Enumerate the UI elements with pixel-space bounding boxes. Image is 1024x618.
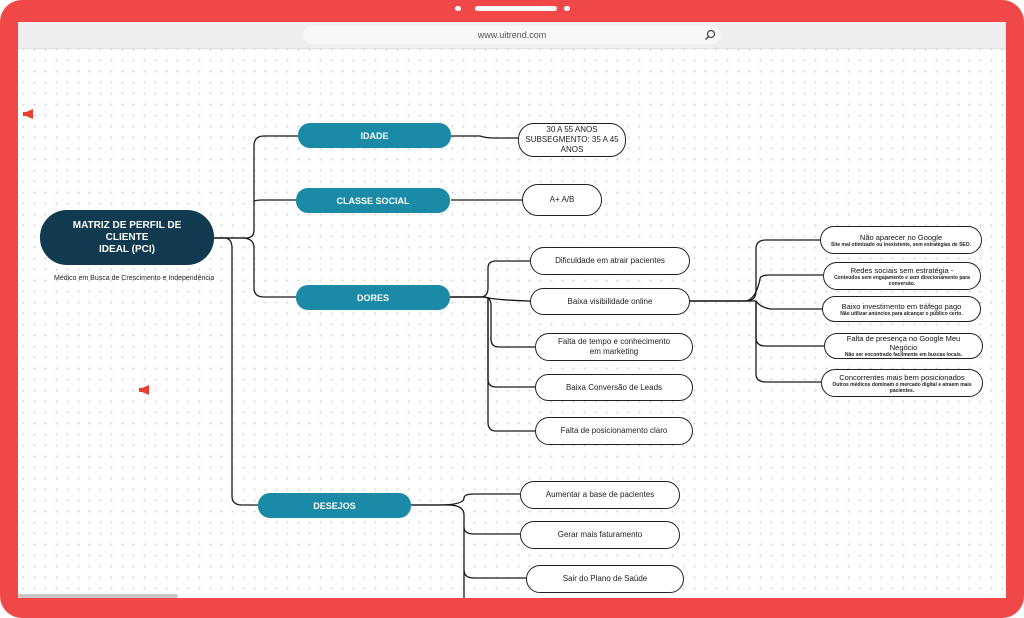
- leaf-classe-value[interactable]: A+ A/B: [522, 184, 602, 216]
- connector-lines: [213, 135, 824, 598]
- leaf-text: Gerar mais faturamento: [557, 530, 643, 539]
- leaf-text: Baixa visibilidade online: [567, 296, 653, 306]
- sub-title: Redes sociais sem estratégia -: [850, 265, 954, 275]
- leaf-text: Falta de tempo e conhecimento: [557, 337, 671, 346]
- category-label: DESEJOS: [313, 500, 356, 511]
- sub-visibilidade-4[interactable]: Falta de presença no Google Meu Negócio …: [824, 333, 983, 359]
- horizontal-scrollbar[interactable]: [18, 594, 178, 598]
- sub-visibilidade-1[interactable]: Não aparecer no Google Site mal otimizad…: [820, 226, 982, 254]
- category-label: IDADE: [360, 130, 389, 141]
- sub-desc: Conteúdos sem engajamento e sem direcion…: [834, 274, 970, 287]
- leaf-text: SUBSEGMENTO: 35 A 45 ANOS: [525, 135, 619, 154]
- category-label: DORES: [356, 292, 389, 303]
- leaf-dores-5[interactable]: Falta de posicionamento claro: [535, 417, 693, 445]
- speaker-bar: [475, 6, 557, 11]
- leaf-desejos-1[interactable]: Aumentar a base de pacientes: [520, 481, 680, 509]
- leaf-text: Dificuldade em atrair pacientes: [555, 256, 665, 265]
- sub-desc: Não utilizar anúncios para alcançar o pú…: [840, 310, 963, 317]
- leaf-dores-2[interactable]: Baixa visibilidade online: [530, 288, 690, 315]
- leaf-text: Baixa Conversão de Leads: [565, 382, 663, 392]
- leaf-desejos-3[interactable]: Sair do Plano de Saúde: [526, 565, 684, 593]
- url-bar[interactable]: www.uitrend.com: [303, 26, 721, 44]
- sub-visibilidade-3[interactable]: Baixo investimento em tráfego pago Não u…: [822, 296, 981, 322]
- sub-desc: Site mal otimizado ou inexistente, sem e…: [830, 241, 972, 248]
- category-idade[interactable]: IDADE: [298, 123, 451, 148]
- megaphone-icon: [23, 109, 33, 119]
- megaphone-icon: [139, 385, 149, 395]
- leaf-text: em marketing: [589, 347, 639, 356]
- leaf-idade-value[interactable]: 30 A 55 ANOS SUBSEGMENTO: 35 A 45 ANOS: [518, 123, 626, 157]
- sub-visibilidade-5[interactable]: Concorrentes mais bem posicionados Outro…: [821, 369, 983, 397]
- category-dores[interactable]: DORES: [296, 285, 450, 310]
- sub-desc: Não ser encontrado facilmente em buscas …: [844, 352, 963, 358]
- sub-title: Concorrentes mais bem posicionados: [839, 372, 965, 382]
- leaf-desejos-2[interactable]: Gerar mais faturamento: [520, 521, 680, 549]
- category-classe-social[interactable]: CLASSE SOCIAL: [296, 188, 450, 213]
- sub-title: Falta de presença no Google Meu Negócio: [846, 334, 961, 352]
- sub-title: Baixo investimento em tráfego pago: [841, 301, 962, 311]
- category-label: CLASSE SOCIAL: [336, 195, 410, 206]
- url-text: www.uitrend.com: [477, 30, 547, 40]
- root-node-pci[interactable]: MATRIZ DE PERFIL DE CLIENTE IDEAL (PCI): [40, 210, 214, 265]
- root-title-line2: IDEAL (PCI): [99, 243, 155, 255]
- leaf-text: Falta de posicionamento claro: [560, 426, 668, 435]
- sub-visibilidade-2[interactable]: Redes sociais sem estratégia - Conteúdos…: [823, 262, 981, 290]
- category-desejos[interactable]: DESEJOS: [258, 493, 411, 518]
- camera-dot-right: [564, 6, 570, 11]
- leaf-dores-3[interactable]: Falta de tempo e conhecimento em marketi…: [535, 333, 693, 361]
- search-icon[interactable]: [704, 29, 716, 41]
- root-caption: Médico em Busca de Crescimento e Indepen…: [54, 275, 215, 282]
- leaf-dores-4[interactable]: Baixa Conversão de Leads: [535, 374, 693, 401]
- browser-viewport: www.uitrend.com: [18, 22, 1006, 598]
- leaf-text: 30 A 55 ANOS: [546, 125, 598, 134]
- sub-desc: Outros médicos dominam o mercado digital…: [832, 381, 972, 394]
- browser-toolbar: www.uitrend.com: [18, 22, 1006, 49]
- root-title-line1: MATRIZ DE PERFIL DE CLIENTE: [72, 219, 182, 243]
- leaf-text: A+ A/B: [549, 195, 575, 204]
- camera-dot-left: [455, 6, 461, 11]
- sub-title: Não aparecer no Google: [859, 232, 943, 242]
- leaf-text: Sair do Plano de Saúde: [562, 574, 648, 583]
- leaf-dores-1[interactable]: Dificuldade em atrair pacientes: [530, 247, 690, 275]
- leaf-text: Aumentar a base de pacientes: [545, 490, 655, 499]
